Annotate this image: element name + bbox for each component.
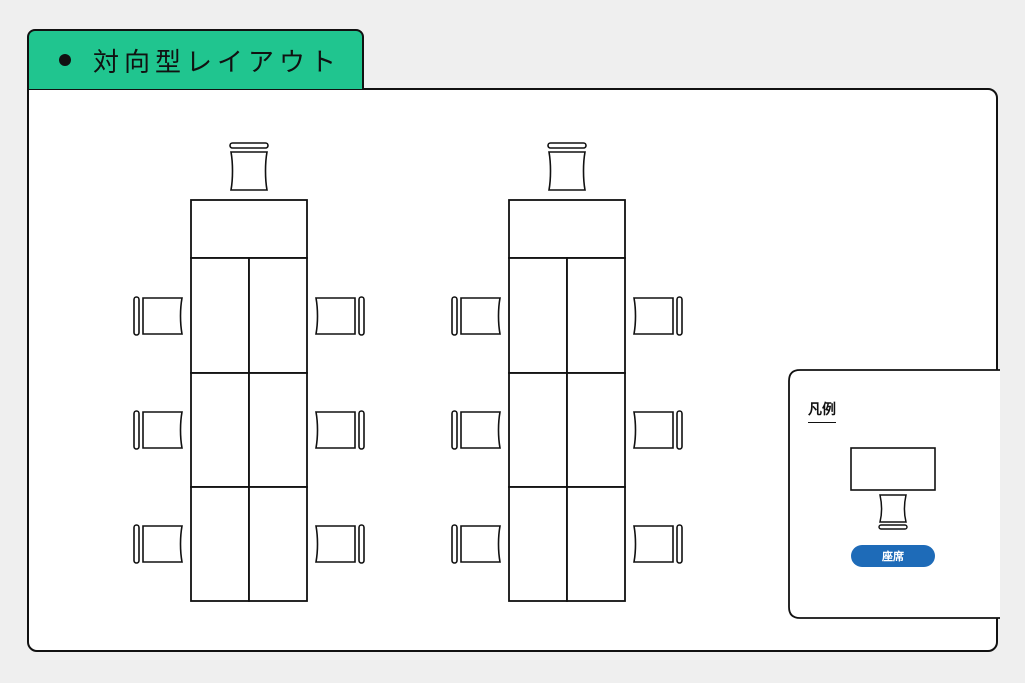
chair-icon [315,524,365,564]
side-tables [508,257,626,602]
chair-icon [315,410,365,450]
chair-icon [133,296,183,336]
table-group-right [451,142,683,602]
legend-title: 凡例 [808,399,836,423]
seat-label-badge: 座席 [851,545,935,567]
chair-icon [451,296,501,336]
end-table [190,199,308,259]
chair-icon [133,410,183,450]
chair-icon [633,524,683,564]
legend-box [788,369,1000,619]
side-tables [190,257,308,602]
legend-table-icon [850,447,936,491]
chair-icon [633,410,683,450]
layout-title-tab: 対向型レイアウト [27,29,364,89]
layout-title: 対向型レイアウト [93,47,342,78]
chair-icon [315,296,365,336]
chair-icon [229,142,269,191]
chair-icon [633,296,683,336]
end-table [508,199,626,259]
legend-chair-icon [878,494,908,530]
chair-icon [451,410,501,450]
table-group-left [133,142,365,602]
chair-icon [547,142,587,191]
chair-icon [133,524,183,564]
chair-icon [451,524,501,564]
bullet-icon [59,54,71,66]
